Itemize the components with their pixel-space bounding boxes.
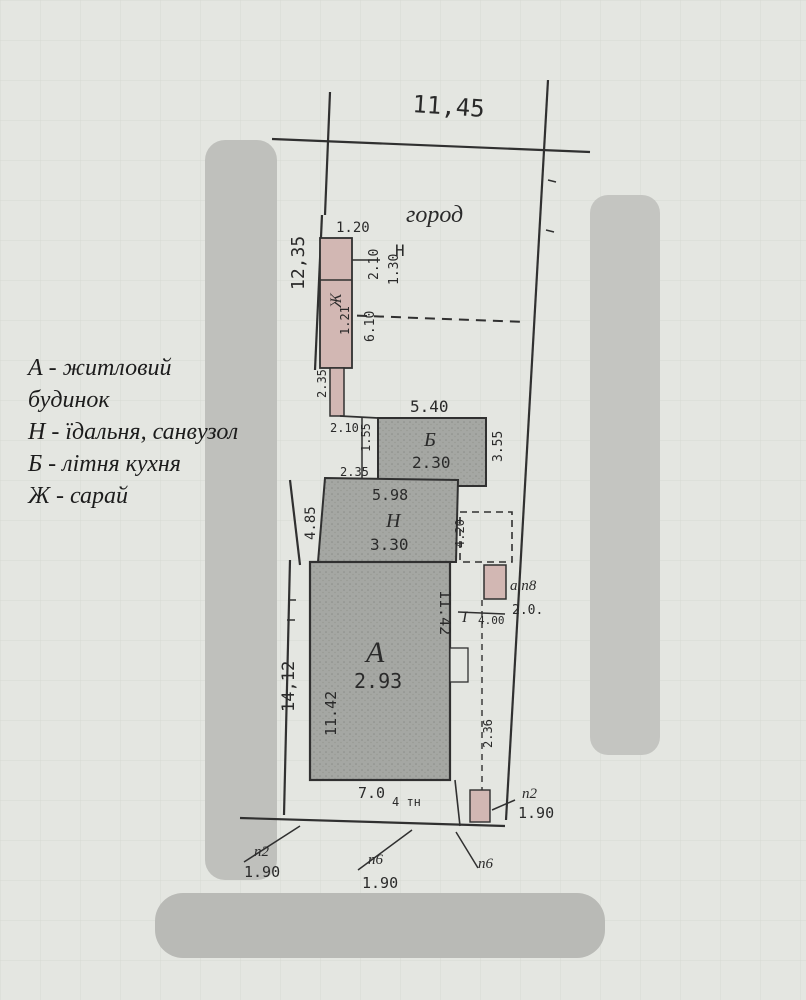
dim-2-10b: 2.10 — [330, 421, 359, 435]
left-top-side-label: 12,35 — [288, 236, 309, 290]
annex-label: а п8 — [510, 578, 537, 594]
n-small-height: 1.30 — [387, 254, 402, 285]
fence3-height: 1.90 — [362, 874, 398, 892]
side-2-36: 2.36 — [481, 719, 495, 748]
legend-item-zh: Ж - сарай — [28, 483, 129, 509]
b-label: Б — [423, 429, 436, 451]
house-a — [308, 560, 452, 782]
dim-6-10: 6.10 — [363, 311, 378, 342]
dim-2-35: 2.35 — [315, 369, 329, 398]
redaction-right — [590, 195, 660, 755]
boundary-ticks — [287, 179, 557, 621]
legend-item-a: А - житловий — [28, 355, 172, 381]
n-small-label: Н — [395, 241, 405, 260]
dim-14-12: 14,12 — [279, 661, 299, 712]
dashed-annex — [459, 511, 513, 563]
dim-11-42-right: 11.42 — [436, 590, 454, 635]
annex-a-p8 — [483, 564, 507, 600]
dim-1-20: 1.20 — [336, 220, 370, 236]
legend-item-n: Н - їдальня, санвузол — [28, 419, 239, 445]
leader-lines — [243, 799, 516, 871]
dim-7-0: 7.0 — [358, 784, 385, 802]
a-label: А — [364, 636, 385, 669]
a-height: 2.93 — [354, 669, 402, 693]
dim-11-42-left: 11.42 — [322, 691, 340, 736]
summer-kitchen-b — [377, 417, 487, 487]
small-annex-strip — [329, 367, 345, 417]
gate-post — [469, 789, 491, 823]
porch-label: I — [461, 609, 468, 626]
redaction-bottom — [155, 893, 605, 958]
garden-label: город — [406, 202, 463, 228]
shed-zh — [319, 237, 353, 369]
dining-n — [316, 476, 460, 563]
zh-label: Ж — [328, 292, 345, 309]
b-height: 2.30 — [412, 453, 451, 472]
redaction-left — [205, 140, 277, 880]
legend-item-a-cont: будинок — [28, 387, 110, 413]
dim-1-55: 1.55 — [359, 423, 373, 452]
dim-3-55: 3.55 — [491, 431, 506, 462]
fence1-height: 1.90 — [244, 863, 280, 881]
top-width-label: 11,45 — [412, 90, 486, 123]
dim-4-tn: 4 тн — [392, 795, 421, 809]
legend: А - житловий будинок Н - їдальня, санвуз… — [28, 352, 238, 512]
plan-labels: 11,45 город 12,35 1.20 2.10 Н 1.30 Ж 1.2… — [244, 90, 554, 892]
annex-height: 2.0. — [512, 603, 543, 618]
dim-4-20: 4.20 — [453, 519, 467, 548]
legend-item-b: Б - літня кухня — [28, 451, 181, 477]
gate-label: п6 — [478, 856, 494, 872]
fence2-height: 1.90 — [518, 804, 554, 822]
dim-2-35b: 2.35 — [340, 465, 369, 479]
fence2-label: п2 — [522, 786, 538, 802]
garden-dashed-line — [339, 314, 526, 323]
zh-height: 1.21 — [338, 306, 352, 335]
dim-2-10: 2.10 — [367, 249, 382, 280]
dim-5-40: 5.40 — [410, 397, 449, 416]
dim-4-85: 4.85 — [303, 506, 319, 540]
dim-5-98: 5.98 — [372, 486, 408, 504]
fence1-label: п2 — [254, 844, 270, 860]
porch-value: 4.00 — [478, 614, 505, 627]
fence3-label: п6 — [368, 852, 384, 868]
n-height: 3.30 — [370, 535, 409, 554]
n-label: Н — [385, 510, 402, 532]
